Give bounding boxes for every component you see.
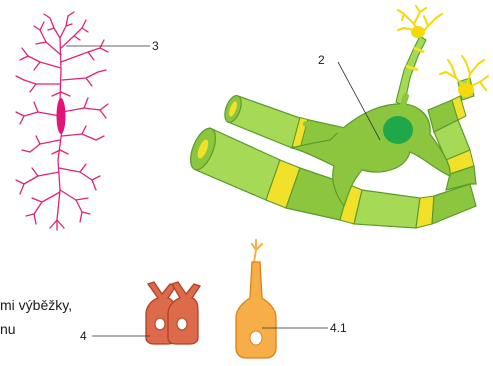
upper-axon bbox=[396, 36, 426, 106]
label-3: 3 bbox=[152, 39, 159, 53]
cell-4-1 bbox=[236, 240, 276, 358]
label-4-1: 4.1 bbox=[330, 321, 347, 335]
label-4: 4 bbox=[80, 329, 87, 343]
label-2: 2 bbox=[318, 53, 325, 67]
ependymal-cells bbox=[146, 282, 200, 344]
oligodendrocyte-nucleus bbox=[383, 116, 413, 144]
oligodendrocyte bbox=[185, 36, 476, 228]
dendrite-top-core bbox=[411, 26, 425, 38]
microglia-body bbox=[57, 98, 66, 134]
dendrite-right-core bbox=[458, 83, 474, 97]
